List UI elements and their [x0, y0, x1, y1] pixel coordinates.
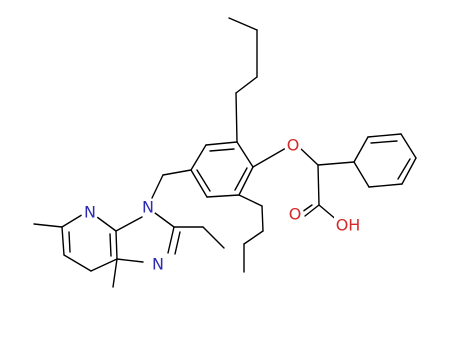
bond [206, 194, 240, 198]
bond [353, 161, 370, 188]
bond [115, 216, 143, 232]
atom-label: O [287, 136, 300, 155]
bond [61, 212, 86, 228]
atom-label: N [152, 255, 164, 274]
bond [261, 205, 264, 232]
bond [190, 169, 208, 198]
bond [299, 147, 319, 166]
bond [304, 204, 320, 217]
bond [235, 76, 258, 94]
bond [243, 230, 264, 245]
bond [61, 226, 65, 256]
bond [190, 144, 207, 171]
bond [209, 148, 235, 152]
bond [196, 169, 211, 192]
bond [205, 141, 238, 146]
bond [174, 231, 181, 255]
bond [167, 226, 175, 254]
bond [368, 183, 403, 188]
atom-o-ether: O [284, 136, 302, 155]
atom-n-imidazole-substituted: N [139, 198, 157, 217]
bond [112, 258, 118, 288]
atom-label: N [142, 198, 154, 217]
atom-o-carbonyl: O [286, 205, 304, 224]
bond [367, 133, 402, 138]
atom-n-pyridine: N [81, 203, 99, 222]
bond [370, 140, 398, 144]
atom-label: O [289, 205, 302, 224]
bond [397, 158, 411, 180]
bond [115, 230, 118, 260]
bond [109, 233, 112, 257]
bond [234, 167, 248, 191]
bond [228, 17, 258, 31]
atom-oh-group: OH [334, 216, 362, 235]
bond [33, 223, 63, 228]
bond [90, 258, 118, 272]
bond [151, 174, 164, 199]
bond [235, 92, 238, 143]
bond [317, 161, 355, 166]
bond [162, 169, 192, 176]
bond [353, 136, 369, 163]
atom-n-imidazole-ring: N [149, 255, 167, 274]
bond [236, 141, 254, 168]
bond [252, 147, 287, 168]
bond [238, 166, 254, 196]
bond [400, 133, 417, 159]
atom-label: N [84, 203, 96, 222]
bond [68, 231, 71, 253]
bond [317, 164, 320, 206]
bond [401, 157, 417, 185]
bond [154, 212, 175, 228]
bond [96, 216, 117, 232]
bond [202, 226, 225, 249]
bond [63, 254, 92, 272]
atom-label: OH [336, 216, 361, 235]
bond [301, 204, 313, 213]
bond [116, 258, 144, 263]
bond [238, 194, 263, 207]
